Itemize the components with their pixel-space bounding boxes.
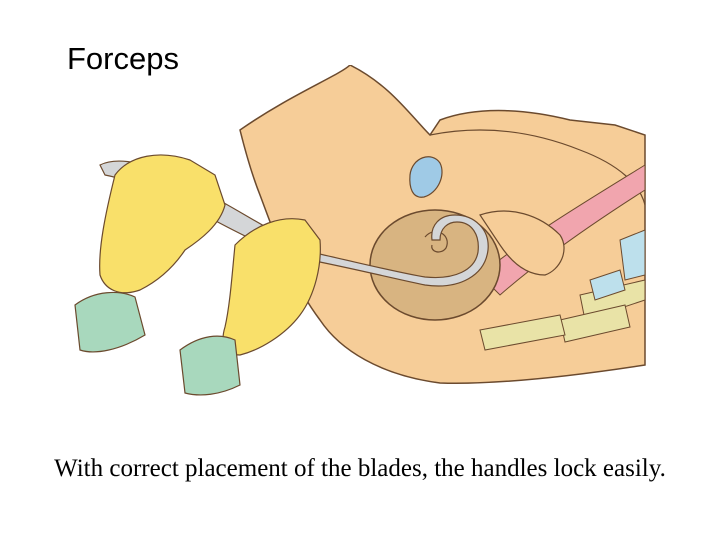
forceps-blade xyxy=(308,214,489,287)
caption: With correct placement of the blades, th… xyxy=(54,455,666,482)
fetal-body xyxy=(479,210,565,276)
slide-title: Forceps xyxy=(67,41,179,76)
spine xyxy=(479,229,646,351)
upper-glove xyxy=(99,154,226,294)
forceps-delivery-illustration xyxy=(74,65,646,396)
lower-cuff xyxy=(179,335,241,396)
bladder xyxy=(409,156,443,198)
upper-cuff xyxy=(74,291,146,353)
lower-glove xyxy=(222,218,321,356)
